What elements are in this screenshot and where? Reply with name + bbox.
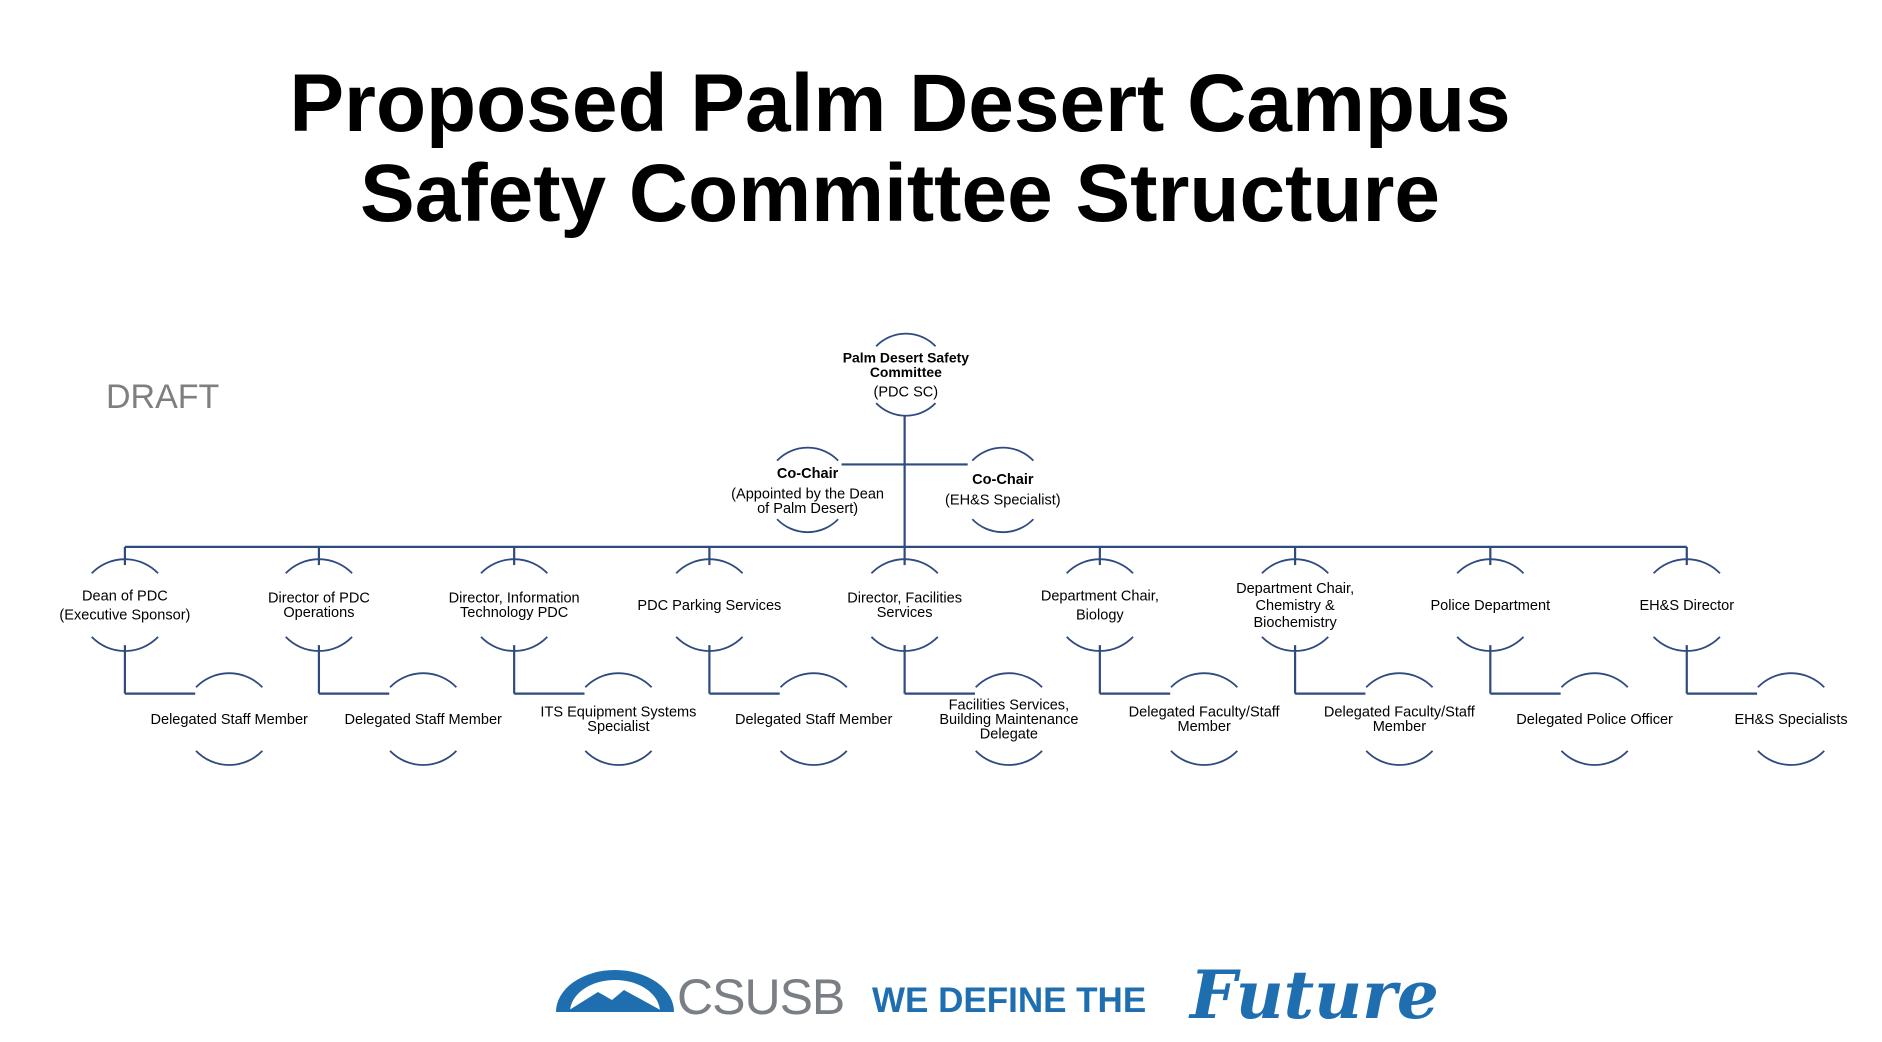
cochair-subtitle-2: (EH&S Specialist)	[945, 492, 1061, 508]
logo-name: CSUSB	[677, 969, 844, 1025]
member-node-1-arc-top	[91, 558, 159, 574]
member-node-4-arc-bottom	[675, 636, 744, 652]
member-node-9-arc-bottom	[1652, 636, 1721, 652]
delegate-title-7: Delegated Faculty/Staff	[1324, 705, 1476, 721]
delegate-node-1-arc-top	[195, 672, 264, 688]
cochair-subtitle-1: of Palm Desert)	[757, 501, 858, 517]
member-node-7-arc-top	[1261, 558, 1329, 574]
member-node-4-arc-top	[675, 558, 744, 574]
member-node-1-arc-bottom	[91, 636, 159, 652]
logo-script: Future	[1188, 956, 1439, 1034]
delegate-title-5: Building Maintenance	[939, 712, 1078, 728]
member-title-8: Police Department	[1430, 598, 1550, 614]
delegate-title-4: Delegated Staff Member	[735, 712, 893, 728]
member-title-7: Biochemistry	[1253, 615, 1337, 631]
member-node-3-arc-top	[480, 558, 548, 574]
delegate-node-9-arc-top	[1757, 672, 1825, 688]
delegate-node-3-arc-bottom	[584, 750, 653, 766]
member-node-6-arc-top	[1066, 558, 1134, 574]
member-title-6: Biology	[1076, 608, 1124, 624]
root-node-arc-bottom	[875, 402, 937, 417]
member-node-8-arc-bottom	[1456, 636, 1525, 652]
cochair-node-2-arc-bottom	[971, 518, 1035, 533]
member-node-6-arc-bottom	[1066, 636, 1134, 652]
member-title-1: Dean of PDC	[82, 588, 168, 604]
member-node-2-arc-top	[285, 558, 353, 574]
delegate-node-6-arc-bottom	[1170, 750, 1238, 766]
delegate-node-5-arc-top	[975, 672, 1043, 688]
cochair-title-2: Co-Chair	[972, 472, 1034, 488]
member-title-5: Services	[877, 605, 933, 621]
delegate-title-8: Delegated Police Officer	[1516, 712, 1673, 728]
delegate-title-6: Member	[1177, 719, 1231, 735]
member-title-2: Operations	[283, 605, 354, 621]
member-title-4: PDC Parking Services	[637, 598, 781, 614]
root-subtitle: (PDC SC)	[874, 385, 939, 401]
member-node-5-arc-bottom	[870, 636, 939, 652]
root-node-arc-top	[875, 332, 937, 347]
delegate-node-2-arc-top	[389, 672, 458, 688]
logo-tagline: WE DEFINE THE	[872, 981, 1146, 1020]
member-node-5-arc-top	[870, 558, 939, 574]
title-line-2: Safety Committee Structure	[360, 148, 1440, 239]
cochair-subtitle-1: (Appointed by the Dean	[731, 486, 884, 502]
member-node-2-arc-bottom	[285, 636, 353, 652]
delegate-node-8-arc-top	[1560, 672, 1629, 688]
delegate-node-7-arc-top	[1365, 672, 1434, 688]
delegate-title-9: EH&S Specialists	[1734, 712, 1847, 728]
member-title-5: Director, Facilities	[847, 591, 962, 607]
delegate-node-6-arc-top	[1170, 672, 1238, 688]
delegate-node-2-arc-bottom	[389, 750, 458, 766]
member-title-6: Department Chair,	[1041, 588, 1159, 604]
cochair-node-1-arc-bottom	[776, 518, 839, 533]
delegate-node-3-arc-top	[584, 672, 653, 688]
member-title-2: Director of PDC	[268, 591, 370, 607]
delegate-node-8-arc-bottom	[1560, 750, 1629, 766]
member-title-9: EH&S Director	[1639, 598, 1734, 614]
member-node-8-arc-top	[1456, 558, 1525, 574]
delegate-title-1: Delegated Staff Member	[150, 712, 308, 728]
member-title-7: Department Chair,	[1236, 581, 1354, 597]
delegate-node-4-arc-top	[779, 672, 848, 688]
delegate-node-4-arc-bottom	[779, 750, 848, 766]
member-title-1: (Executive Sponsor)	[59, 608, 190, 624]
mountain-icon	[556, 970, 674, 1012]
cochair-node-2-arc-top	[971, 446, 1035, 462]
title-line-1: Proposed Palm Desert Campus	[289, 58, 1511, 149]
delegate-node-7-arc-bottom	[1365, 750, 1434, 766]
draft-label: DRAFT	[106, 378, 220, 416]
root-title: Committee	[870, 364, 942, 380]
delegate-title-7: Member	[1373, 719, 1427, 735]
delegate-title-5: Delegate	[980, 726, 1038, 742]
delegate-title-6: Delegated Faculty/Staff	[1129, 705, 1281, 721]
delegate-title-3: Specialist	[587, 719, 649, 735]
delegate-title-3: ITS Equipment Systems	[540, 705, 696, 721]
member-title-3: Director, Information	[449, 591, 580, 607]
member-node-7-arc-bottom	[1261, 636, 1329, 652]
delegate-title-2: Delegated Staff Member	[344, 712, 502, 728]
member-title-3: Technology PDC	[460, 605, 568, 621]
cochair-node-1-arc-top	[776, 446, 839, 462]
member-node-3-arc-bottom	[480, 636, 548, 652]
delegate-node-9-arc-bottom	[1757, 750, 1825, 766]
root-title: Palm Desert Safety	[843, 350, 970, 366]
cochair-title-1: Co-Chair	[777, 466, 839, 482]
member-title-7: Chemistry &	[1255, 598, 1335, 614]
delegate-node-5-arc-bottom	[975, 750, 1043, 766]
member-node-9-arc-top	[1652, 558, 1721, 574]
delegate-title-5: Facilities Services,	[949, 697, 1069, 713]
delegate-node-1-arc-bottom	[195, 750, 264, 766]
